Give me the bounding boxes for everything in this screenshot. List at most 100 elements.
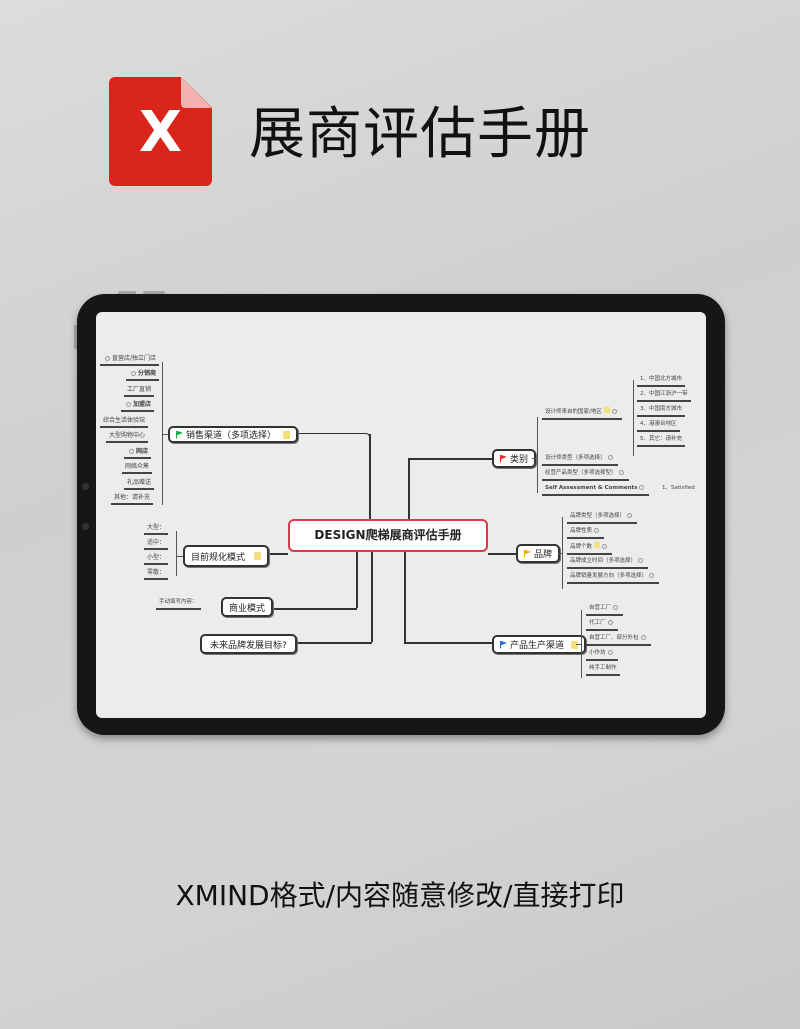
tablet-camera-icon (82, 483, 89, 490)
subtopic[interactable]: 4、港澳台地区 (637, 420, 680, 432)
blue-flag-icon (500, 640, 507, 649)
topic-brand[interactable]: 品牌 (516, 544, 561, 563)
connector (371, 550, 373, 642)
subtopic[interactable]: 品牌成立时间（多项选择） (567, 557, 649, 569)
green-flag-icon (176, 430, 183, 439)
connector (408, 458, 492, 460)
note-icon (603, 407, 610, 413)
subtopic[interactable]: 适中： (144, 538, 169, 550)
tablet-side-button (74, 325, 78, 349)
collapse-dot-icon (126, 402, 131, 407)
subtopic[interactable]: 经营产品类型（多项选择型） (542, 469, 629, 481)
collapse-dot-icon (640, 635, 646, 640)
collapse-dot-icon (613, 605, 619, 610)
subtopic[interactable]: 自营工厂、部分外包 (586, 634, 651, 646)
topic-future-goal[interactable]: 未来品牌发展目标? (200, 634, 297, 654)
subtopic[interactable]: 3、中国南方城市 (637, 405, 685, 417)
note-icon (571, 640, 579, 649)
connector (404, 550, 406, 642)
note-icon (254, 552, 262, 560)
topic-sales-channels[interactable]: 销售渠道（多项选择） (168, 426, 299, 443)
note-icon (283, 430, 291, 439)
branch-line (176, 531, 177, 576)
collapse-dot-icon (607, 455, 613, 460)
collapse-dot-icon (618, 470, 624, 475)
subtopic[interactable]: 品牌性质 (567, 527, 605, 539)
subtopic[interactable]: 网店 (124, 447, 152, 459)
subtopic[interactable]: 加盟店 (121, 400, 155, 412)
topic-business-model[interactable]: 商业模式 (221, 597, 274, 617)
subtopic[interactable]: 其他：请补充 (111, 493, 154, 505)
connector (286, 433, 370, 437)
subtopic[interactable]: 品牌销量发展方向（多项选择） (567, 572, 660, 584)
subtopic[interactable]: 小作坊 (586, 649, 618, 661)
topic-scale-model[interactable]: 目前规化模式 (183, 545, 270, 567)
topic-category[interactable]: 类别 (492, 449, 537, 468)
branch-line (633, 380, 634, 456)
tablet-top-button (143, 291, 165, 295)
connector (256, 553, 288, 555)
subtopic[interactable]: 手动填写内容： (156, 598, 201, 610)
branch-line (162, 434, 168, 435)
branch-line (162, 362, 163, 505)
branch-line (562, 517, 563, 589)
collapse-dot-icon (607, 620, 613, 625)
branch-line (558, 553, 562, 554)
collapse-dot-icon (638, 558, 644, 563)
note-icon (593, 542, 600, 548)
tablet-sensor-icon (82, 523, 89, 530)
subtopic[interactable]: 2、中国江浙沪一带 (637, 390, 691, 402)
collapse-dot-icon (649, 573, 655, 578)
subtopic[interactable]: 设计师类型（多项选择） (542, 454, 618, 466)
red-flag-icon (500, 454, 507, 463)
yellow-flag-icon (524, 549, 531, 558)
subtopic[interactable]: 5、其它：请补充 (637, 435, 685, 447)
subtopic[interactable]: 自营工厂 (586, 604, 624, 616)
collapse-dot-icon (105, 356, 110, 361)
subtopic[interactable]: 网络众筹 (122, 462, 153, 474)
branch-line (532, 458, 537, 459)
mindmap-canvas: DESIGN爬梯展商评估手册 销售渠道（多项选择） 直营店/独立门店 分销商 工… (96, 312, 706, 718)
collapse-dot-icon (594, 528, 600, 533)
collapse-dot-icon (131, 371, 136, 376)
connector (488, 553, 516, 555)
page-title: 展商评估手册 (249, 102, 591, 167)
xmind-x-icon: X (138, 100, 183, 165)
subtopic[interactable]: 品牌个数 (567, 542, 612, 555)
subtopic[interactable]: 直营店/独立门店 (100, 354, 160, 366)
subtopic[interactable]: Self Assessment & Comments (542, 484, 650, 496)
subtopic[interactable]: 1、Satisfied (662, 485, 695, 491)
connector (292, 642, 372, 644)
topic-production-channel[interactable]: 产品生产渠道 (492, 635, 587, 654)
connector (272, 608, 357, 610)
tablet-top-button (118, 291, 136, 295)
connector (369, 434, 371, 520)
collapse-dot-icon (607, 650, 613, 655)
subtopic[interactable]: 分销商 (126, 369, 160, 381)
subtopic[interactable]: 小型： (144, 553, 169, 565)
branch-line (581, 610, 582, 678)
subtopic[interactable]: 品牌类型（多项选择） (567, 512, 638, 524)
collapse-dot-icon (627, 513, 633, 518)
footer-caption: XMIND格式/内容随意修改/直接打印 (175, 879, 625, 912)
collapse-dot-icon (639, 485, 645, 490)
subtopic[interactable]: 代工厂 (586, 619, 618, 631)
subtopic[interactable]: 礼品赠送 (124, 478, 155, 490)
subtopic[interactable]: 工厂直销 (124, 385, 155, 397)
branch-line (176, 556, 183, 557)
subtopic[interactable]: 纯手工制作 (586, 664, 620, 676)
branch-line (537, 417, 538, 493)
collapse-dot-icon (129, 449, 134, 454)
branch-line (576, 644, 581, 645)
collapse-dot-icon (601, 544, 607, 549)
subtopic[interactable]: 设计师来自的国家/地区 (542, 407, 622, 420)
root-topic[interactable]: DESIGN爬梯展商评估手册 (288, 519, 488, 552)
subtopic[interactable]: 大型： (144, 523, 169, 535)
subtopic[interactable]: 1、中国北方城市 (637, 375, 685, 387)
collapse-dot-icon (611, 409, 617, 414)
connector (356, 550, 358, 608)
subtopic[interactable]: 综合生活体验馆 (100, 416, 149, 428)
subtopic[interactable]: 大型购物中心 (106, 431, 149, 443)
connector (408, 458, 410, 520)
subtopic[interactable]: 零散： (144, 568, 169, 580)
